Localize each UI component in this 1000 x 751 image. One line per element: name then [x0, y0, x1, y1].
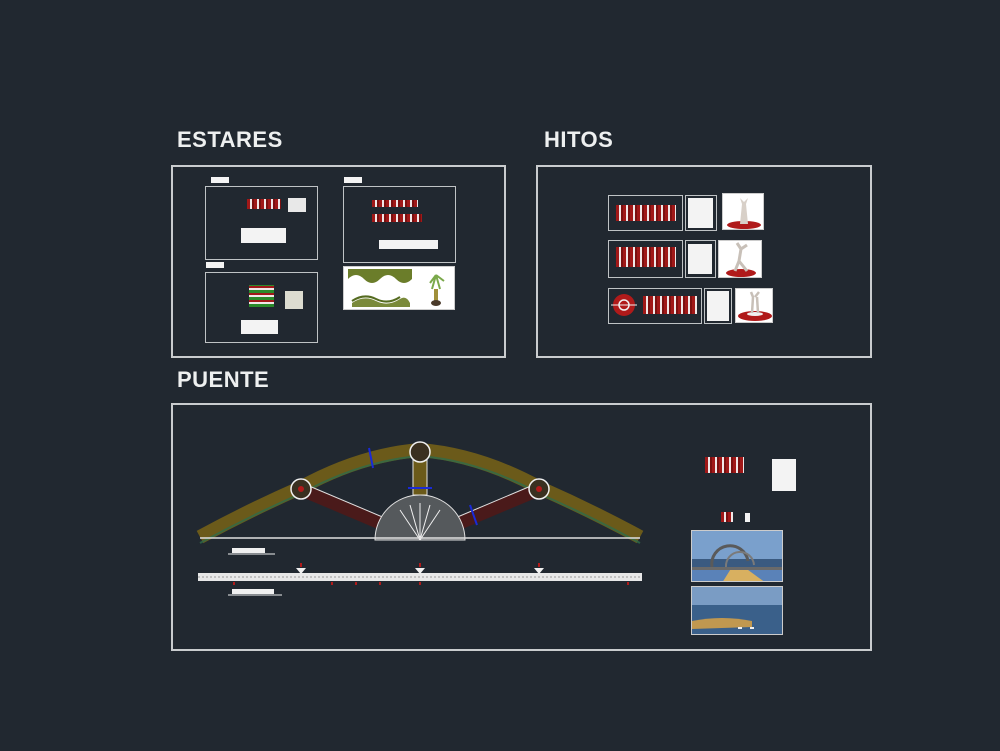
- estares-sheet-1[interactable]: [205, 186, 318, 260]
- sheet-label-tag: [344, 177, 362, 183]
- hitos-render-1[interactable]: [722, 193, 764, 230]
- estares-sheet-3[interactable]: [343, 186, 456, 263]
- canopy-render-image: [348, 269, 445, 307]
- estares-sheet-2[interactable]: [205, 272, 318, 343]
- section-title-estares: ESTARES: [177, 127, 283, 152]
- puente-render-2[interactable]: [691, 586, 783, 635]
- lakeside-render-image: [692, 587, 782, 634]
- hitos-row-1-drawings[interactable]: [608, 195, 683, 231]
- hitos-render-2[interactable]: [718, 240, 762, 278]
- hitos-row-3-sheet[interactable]: [704, 288, 732, 324]
- elevation-drawing: [643, 296, 697, 314]
- thumbnail-image: [285, 291, 303, 309]
- elevation-drawing: [372, 200, 418, 207]
- notes-block: [688, 244, 712, 274]
- monument-render-image: [727, 198, 761, 229]
- sheet-label-tag: [206, 262, 224, 268]
- elevation-drawing: [616, 247, 676, 267]
- section-title-hitos: HITOS: [544, 127, 614, 152]
- detail-drawing: [247, 199, 281, 209]
- detail-drawing: [249, 285, 274, 307]
- notes-block: [772, 459, 796, 491]
- notes-block: [707, 291, 729, 321]
- monument-render-image: [726, 242, 756, 277]
- hitos-row-3-drawings[interactable]: [608, 288, 702, 324]
- legend-block: [379, 240, 438, 249]
- section-title-puente: PUENTE: [177, 367, 270, 392]
- legend-block: [241, 228, 286, 243]
- elevation-drawing: [372, 214, 422, 222]
- hitos-row-2-drawings[interactable]: [608, 240, 683, 278]
- thumbnail-image: [288, 198, 306, 212]
- hitos-render-3[interactable]: [735, 288, 773, 323]
- bridge-arch-render-image: [692, 531, 782, 581]
- elevation-drawing: [616, 205, 676, 221]
- small-detail-icon: [745, 513, 750, 522]
- legend-block: [241, 320, 278, 334]
- notes-block: [688, 198, 713, 228]
- hitos-frame[interactable]: [536, 165, 872, 358]
- small-detail-icon: [721, 512, 733, 522]
- detail-drawing: [705, 457, 744, 473]
- puente-frame[interactable]: [171, 403, 872, 651]
- hitos-row-2-sheet[interactable]: [685, 240, 716, 278]
- hitos-row-1-sheet[interactable]: [685, 195, 717, 231]
- estares-frame[interactable]: [171, 165, 506, 358]
- estares-render[interactable]: [343, 266, 455, 310]
- monument-render-image: [738, 291, 772, 321]
- puente-render-1[interactable]: [691, 530, 783, 582]
- sheet-label-tag: [211, 177, 229, 183]
